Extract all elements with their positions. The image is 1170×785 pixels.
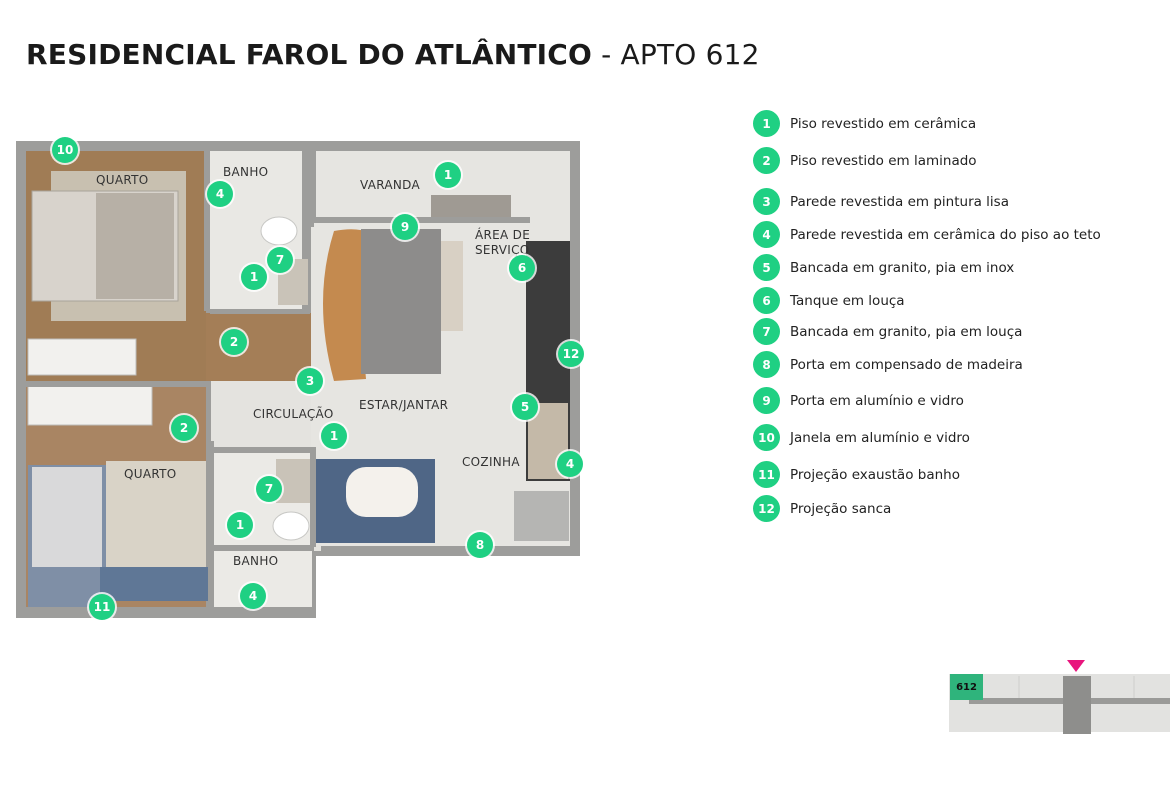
bed-bottom-sheet — [32, 467, 102, 567]
legend-text: Porta em compensado de madeira — [790, 356, 1023, 373]
marker-4: 4 — [240, 583, 266, 609]
legend-number: 12 — [753, 495, 780, 522]
marker-8: 8 — [467, 532, 493, 558]
marker-7: 7 — [256, 476, 282, 502]
legend-text: Piso revestido em laminado — [790, 152, 977, 169]
legend-text: Projeção exaustão banho — [790, 466, 960, 483]
legend-item: 1 Piso revestido em cerâmica — [753, 110, 976, 137]
legend-number: 8 — [753, 351, 780, 378]
legend-text: Porta em alumínio e vidro — [790, 392, 964, 409]
wall-h4 — [214, 447, 314, 453]
legend-item: 2 Piso revestido em laminado — [753, 147, 977, 174]
marker-1: 1 — [321, 423, 347, 449]
key-plan: 612 — [949, 660, 1170, 735]
marker-1: 1 — [227, 512, 253, 538]
keyplan-core — [1063, 676, 1091, 734]
marker-5: 5 — [512, 394, 538, 420]
label-circulacao: CIRCULAÇÃO — [253, 407, 334, 421]
wall-h2 — [210, 309, 310, 314]
legend-item: 3 Parede revestida em pintura lisa — [753, 188, 1009, 215]
fridge — [514, 491, 569, 541]
wall-v3 — [208, 441, 214, 607]
marker-9: 9 — [392, 214, 418, 240]
marker-1: 1 — [241, 264, 267, 290]
legend-item: 7 Bancada em granito, pia em louça — [753, 318, 1022, 345]
wall-h1 — [26, 381, 206, 387]
label-cozinha: COZINHA — [462, 455, 520, 469]
wall-v1 — [204, 151, 210, 311]
rug-bottom — [106, 461, 206, 571]
title-building: RESIDENCIAL FAROL DO ATLÂNTICO — [26, 38, 593, 71]
legend-text: Bancada em granito, pia em inox — [790, 259, 1015, 276]
dining-table — [346, 467, 418, 517]
floor-plan: QUARTO BANHO VARANDA ÁREA DE SERVIÇO CIR… — [16, 137, 584, 620]
legend-text: Projeção sanca — [790, 500, 892, 517]
wall-h3 — [314, 217, 530, 223]
legend-text: Parede revestida em pintura lisa — [790, 193, 1009, 210]
legend-text: Piso revestido em cerâmica — [790, 115, 977, 132]
bed-top-blanket — [96, 193, 174, 299]
page-title: RESIDENCIAL FAROL DO ATLÂNTICO - APTO 61… — [26, 38, 760, 71]
label-banho-bottom: BANHO — [233, 554, 279, 568]
legend-number: 10 — [753, 424, 780, 451]
living-rug — [361, 229, 441, 374]
legend-text: Janela em alumínio e vidro — [790, 429, 970, 446]
legend-item: 8 Porta em compensado de madeira — [753, 351, 1023, 378]
legend-item: 12 Projeção sanca — [753, 495, 891, 522]
legend-number: 6 — [753, 287, 780, 314]
marker-6: 6 — [509, 255, 535, 281]
label-quarto-top: QUARTO — [96, 173, 149, 187]
wall-v4 — [310, 447, 316, 547]
marker-2: 2 — [171, 415, 197, 441]
legend-item: 5 Bancada em granito, pia em inox — [753, 254, 1014, 281]
wardrobe-bottom — [27, 384, 153, 426]
label-quarto-bottom: QUARTO — [124, 467, 177, 481]
legend-number: 11 — [753, 461, 780, 488]
legend-text: Tanque em louça — [790, 292, 905, 309]
wardrobe-top — [27, 338, 137, 376]
marker-3: 3 — [297, 368, 323, 394]
legend-item: 10 Janela em alumínio e vidro — [753, 424, 970, 451]
legend-item: 4 Parede revestida em cerâmica do piso a… — [753, 221, 1101, 248]
marker-10: 10 — [52, 137, 78, 163]
legend-number: 3 — [753, 188, 780, 215]
marker-12: 12 — [558, 341, 584, 367]
label-varanda: VARANDA — [360, 178, 421, 192]
marker-11: 11 — [89, 594, 115, 620]
label-estar-jantar: ESTAR/JANTAR — [359, 398, 449, 412]
keyplan-unit-612: 612 — [950, 674, 983, 700]
toilet-top — [260, 216, 298, 246]
key-plan-drawing — [949, 674, 1170, 734]
desk-bottom — [100, 567, 208, 601]
varanda-sofa — [431, 195, 511, 217]
toilet-bottom — [272, 511, 310, 541]
marker-7: 7 — [267, 247, 293, 273]
marker-4: 4 — [207, 181, 233, 207]
legend-number: 1 — [753, 110, 780, 137]
legend-text: Parede revestida em cerâmica do piso ao … — [790, 226, 1101, 243]
legend-number: 2 — [753, 147, 780, 174]
legend-item: 6 Tanque em louça — [753, 287, 905, 314]
label-area-servico-1: ÁREA DE — [475, 228, 531, 242]
wall-v2 — [306, 151, 314, 227]
legend-number: 4 — [753, 221, 780, 248]
title-apartment: - APTO 612 — [592, 38, 760, 71]
sink-bottom — [276, 459, 310, 503]
legend-number: 5 — [753, 254, 780, 281]
legend-number: 7 — [753, 318, 780, 345]
floor-plan-drawing — [16, 141, 580, 618]
wall-h5 — [214, 545, 314, 551]
label-banho-top: BANHO — [223, 165, 269, 179]
marker-1: 1 — [435, 162, 461, 188]
marker-4: 4 — [557, 451, 583, 477]
location-pointer-icon — [1067, 660, 1085, 672]
legend-item: 9 Porta em alumínio e vidro — [753, 387, 964, 414]
marker-2: 2 — [221, 329, 247, 355]
tv-unit — [441, 241, 463, 331]
legend-number: 9 — [753, 387, 780, 414]
legend-text: Bancada em granito, pia em louça — [790, 323, 1023, 340]
label-area-servico-2: SERVIÇO — [475, 243, 530, 257]
legend-item: 11 Projeção exaustão banho — [753, 461, 960, 488]
